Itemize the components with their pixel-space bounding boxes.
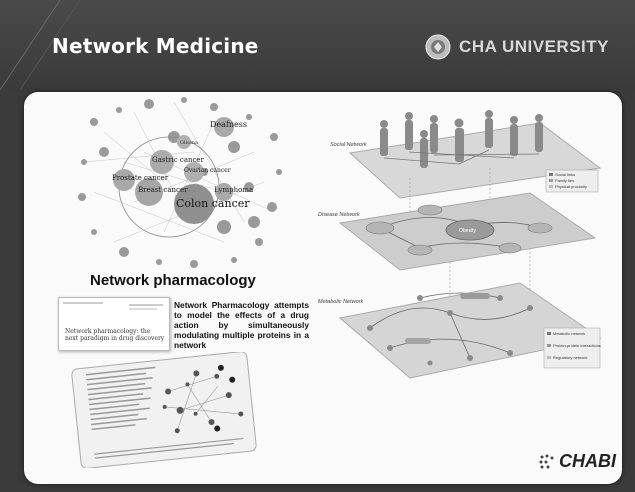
legend-ppi: Protein-protein interactions: [553, 343, 601, 348]
network-label-breast: Breast cancer: [138, 186, 188, 194]
university-name: CHA UNIVERSITY: [459, 37, 609, 56]
network-label-deafness: Deafness: [210, 120, 247, 129]
network-label-gastric: Gastric cancer: [152, 156, 205, 164]
chabi-text: CHABI: [559, 451, 616, 471]
multilayer-network-figure: Social Network Social links Family ties …: [318, 110, 602, 379]
legend-social-links: Social links: [555, 172, 575, 177]
network-label-lymphoma: Lymphoma: [214, 186, 253, 194]
network-label-prostate: Prostate cancer: [112, 174, 169, 182]
paper-thumbnail: Network pharmacology: the next paradigm …: [58, 297, 170, 351]
network-pharmacology-description: Network Pharmacology attempts to model t…: [174, 300, 309, 350]
network-label-colon: Colon cancer: [176, 197, 250, 210]
slide-header: Network Medicine CHA UNIVERSITY: [0, 0, 635, 90]
article-graph-image: [71, 352, 257, 468]
disease-network-label: Disease Network: [318, 212, 360, 218]
university-logo: CHA UNIVERSITY: [425, 34, 609, 60]
metabolic-network-label: Metabolic Network: [318, 299, 363, 305]
university-emblem-icon: [425, 34, 451, 60]
legend-family-ties: Family ties: [555, 178, 574, 183]
paper-title: Network pharmacology: the next paradigm …: [65, 328, 165, 342]
header-decoration: [0, 0, 81, 90]
chabi-mark-icon: [539, 454, 554, 468]
social-network-label: Social Network: [330, 142, 367, 148]
metabolic-legend-box: [543, 327, 601, 369]
slide-title: Network Medicine: [52, 34, 259, 58]
legend-physical-proximity: Physical proximity: [555, 184, 587, 189]
chabi-logo: CHABI: [538, 451, 616, 472]
content-panel: Deafness Gastric cancer Ovarian cancer P…: [24, 92, 622, 484]
disease-node-obesity: Obesity: [459, 228, 476, 234]
paper-header-decoration: [63, 302, 163, 310]
network-pharmacology-heading: Network pharmacology: [90, 272, 256, 289]
disease-network-graph: Deafness Gastric cancer Ovarian cancer P…: [78, 97, 282, 268]
network-label-glioma: Glioma: [180, 140, 198, 146]
social-legend-box: [545, 169, 599, 193]
legend-metabolic: Metabolic network: [553, 331, 585, 336]
network-label-ovarian: Ovarian cancer: [184, 167, 231, 174]
legend-regulatory: Regulatory network: [553, 355, 587, 360]
